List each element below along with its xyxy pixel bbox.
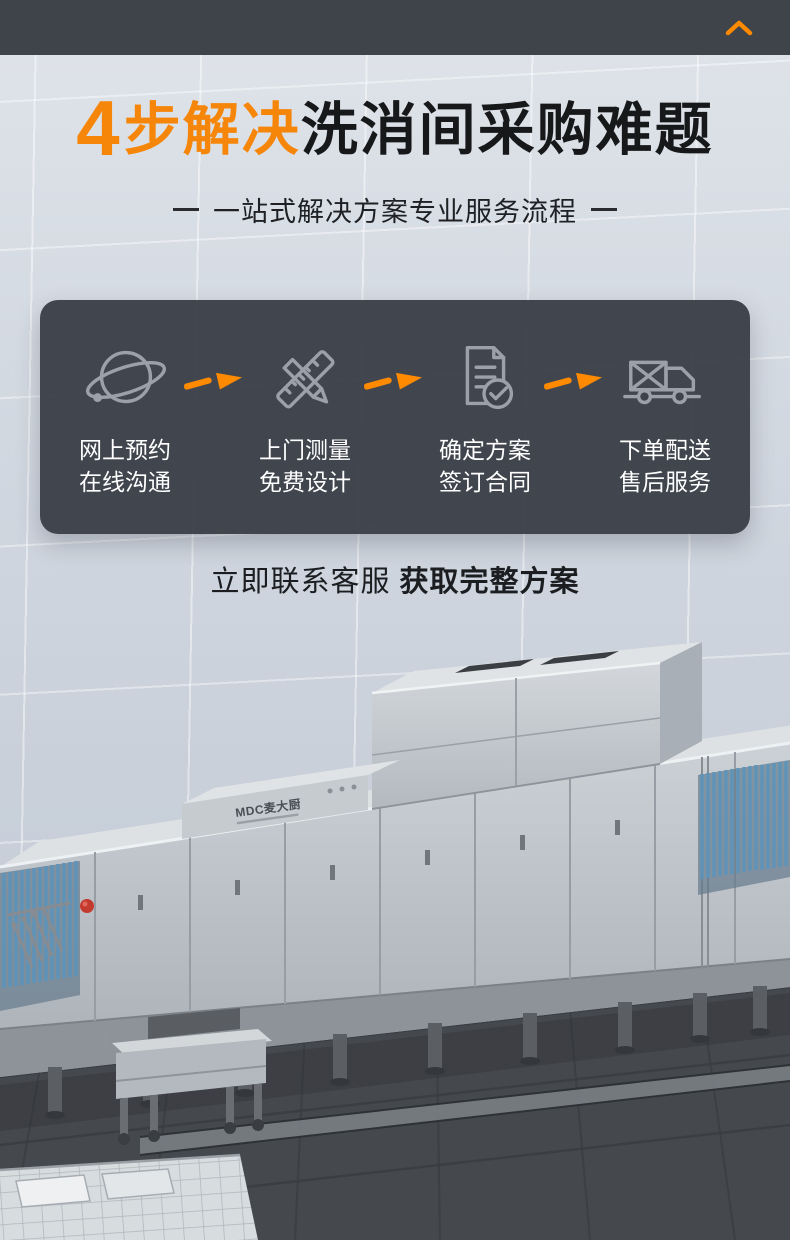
title-highlight: 步解决 xyxy=(123,98,301,162)
cta-bold: 获取完整方案 xyxy=(399,566,580,598)
ruler-pen-icon xyxy=(261,335,349,423)
dish-rack xyxy=(101,1168,175,1200)
subtitle-text: 一站式解决方案专业服务流程 xyxy=(213,196,577,227)
dish-rack xyxy=(15,1174,91,1208)
step-line1: 上门测量 xyxy=(259,437,351,464)
trolley-handle xyxy=(104,1033,109,1051)
arrow-right-icon xyxy=(183,364,247,401)
product-photo-dishwasher: MDC麦大厨 xyxy=(0,642,790,1240)
cta-text: 立即联系客服 获取完整方案 xyxy=(0,558,790,600)
exit-curtain xyxy=(698,760,790,895)
machine-shadow xyxy=(0,993,790,1131)
step-item-2: 上门测量 免费设计 xyxy=(246,335,364,498)
page-subtitle: 一站式解决方案专业服务流程 xyxy=(0,190,790,229)
hood-vent xyxy=(540,651,619,665)
title-rest: 洗消间采购难题 xyxy=(300,98,714,162)
chevron-up-icon[interactable] xyxy=(724,19,754,37)
step-label: 上门测量 免费设计 xyxy=(259,435,351,498)
delivery-truck-icon xyxy=(621,335,709,423)
service-trolley xyxy=(104,1008,272,1145)
step-label: 网上预约 在线沟通 xyxy=(79,435,171,498)
arrow-right-icon xyxy=(543,364,607,401)
tile-platform xyxy=(0,1153,258,1240)
hero-section: 4步解决洗消间采购难题 一站式解决方案专业服务流程 xyxy=(0,87,790,229)
page-title: 4步解决洗消间采购难题 xyxy=(0,87,790,170)
step-item-1: 网上预约 在线沟通 xyxy=(66,335,184,498)
step-item-4: 下单配送 售后服务 xyxy=(606,335,724,498)
spray-arms xyxy=(12,908,64,968)
step-line2: 在线沟通 xyxy=(79,469,171,495)
step-line1: 确定方案 xyxy=(439,437,531,464)
step-label: 确定方案 签订合同 xyxy=(439,435,531,498)
step-line1: 下单配送 xyxy=(619,437,711,464)
drain-channel xyxy=(140,1065,790,1155)
process-steps-panel: 网上预约 在线沟通 xyxy=(40,300,750,534)
subtitle-dash-left xyxy=(173,207,199,211)
control-console: MDC麦大厨 xyxy=(182,760,400,839)
title-number: 4 xyxy=(76,84,122,172)
step-line2: 免费设计 xyxy=(259,469,351,495)
step-line1: 网上预约 xyxy=(79,437,171,464)
step-line2: 签订合同 xyxy=(439,469,531,495)
planet-icon xyxy=(81,335,169,423)
step-item-3: 确定方案 签订合同 xyxy=(426,335,544,498)
hood-unit xyxy=(371,642,702,810)
entrance-curtain xyxy=(0,861,94,1011)
arrow-right-icon xyxy=(363,364,427,401)
top-bar xyxy=(0,0,790,55)
hood-vent xyxy=(455,659,534,673)
door-handles xyxy=(138,820,620,910)
step-label: 下单配送 售后服务 xyxy=(619,435,711,498)
red-valve-knob xyxy=(80,899,94,913)
step-line2: 售后服务 xyxy=(619,469,711,495)
subtitle-dash-right xyxy=(591,207,617,211)
cta-regular: 立即联系客服 xyxy=(210,566,391,598)
document-check-icon xyxy=(441,335,529,423)
